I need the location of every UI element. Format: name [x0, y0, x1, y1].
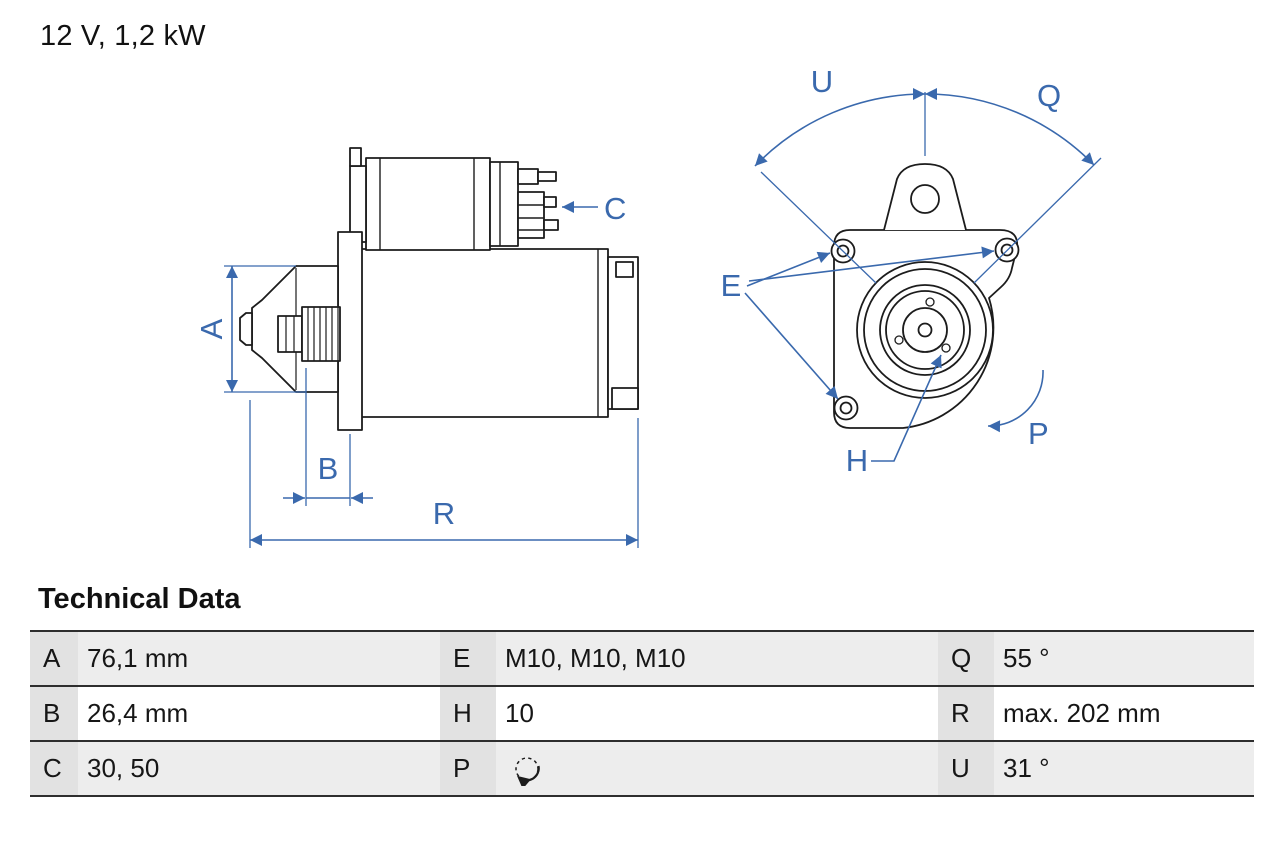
dim-label-q: Q [1037, 78, 1061, 113]
table-value-cell-u: 31 ° [994, 742, 1254, 795]
table-key-cell-q: Q [938, 632, 994, 685]
table-key-cell-a: A [30, 632, 78, 685]
table-key-cell-b: B [30, 687, 78, 740]
front-view [830, 163, 1020, 429]
dim-arrow-p [987, 369, 1044, 433]
table-key-cell-e: E [440, 632, 496, 685]
dim-label-h: H [846, 443, 868, 478]
table-key-cell-p: P [440, 742, 496, 795]
dim-label-r: R [433, 496, 455, 531]
ear-hole [910, 184, 940, 214]
table-row: B 26,4 mm H 10 R max. 202 mm [30, 687, 1254, 742]
dimension-labels: A B C R U Q E H P [194, 64, 1061, 531]
table-value-cell-p [496, 742, 938, 795]
mounting-flange [337, 231, 363, 431]
terminal-block [517, 191, 545, 239]
table-value-cell-q: 55 ° [994, 632, 1254, 685]
dim-label-e: E [721, 268, 742, 303]
table-row: A 76,1 mm E M10, M10, M10 Q 55 ° [30, 632, 1254, 687]
table-value-cell-a: 76,1 mm [78, 632, 440, 685]
table-key-cell-u: U [938, 742, 994, 795]
dim-label-b: B [318, 451, 339, 486]
rotation-ccw-icon [515, 756, 540, 786]
technical-drawing: A B C R U Q E H P [194, 64, 1102, 548]
technical-data-table: A 76,1 mm E M10, M10, M10 Q 55 ° B 26,4 … [30, 630, 1254, 797]
shaft-tip [239, 312, 253, 346]
dim-label-p: P [1028, 416, 1049, 451]
table-key-cell-r: R [938, 687, 994, 740]
dim-leader-e3 [744, 292, 839, 400]
table-value-cell-e: M10, M10, M10 [496, 632, 938, 685]
side-view [239, 147, 639, 431]
product-spec-title: 12 V, 1,2 kW [40, 20, 206, 52]
dim-arc-u [754, 87, 926, 167]
table-heading: Technical Data [38, 583, 241, 615]
table-key-cell-c: C [30, 742, 78, 795]
dim-leader-e1 [746, 251, 831, 287]
dim-arc-q [924, 87, 1095, 166]
table-row: C 30, 50 P U 31 ° [30, 742, 1254, 797]
dim-label-c: C [604, 191, 626, 226]
terminal-stud [517, 168, 539, 185]
table-value-cell-b: 26,4 mm [78, 687, 440, 740]
table-value-cell-h: 10 [496, 687, 938, 740]
dim-leader-h [871, 354, 942, 462]
dimension-annotations [224, 87, 1102, 548]
motor-body [351, 248, 609, 418]
motor-end-cap [607, 256, 639, 410]
dim-label-a: A [194, 318, 229, 339]
dim-label-u: U [811, 64, 833, 99]
table-key-cell-h: H [440, 687, 496, 740]
table-value-cell-r: max. 202 mm [994, 687, 1254, 740]
solenoid [365, 157, 491, 251]
dim-leader-e2 [748, 246, 995, 282]
table-value-cell-c: 30, 50 [78, 742, 440, 795]
